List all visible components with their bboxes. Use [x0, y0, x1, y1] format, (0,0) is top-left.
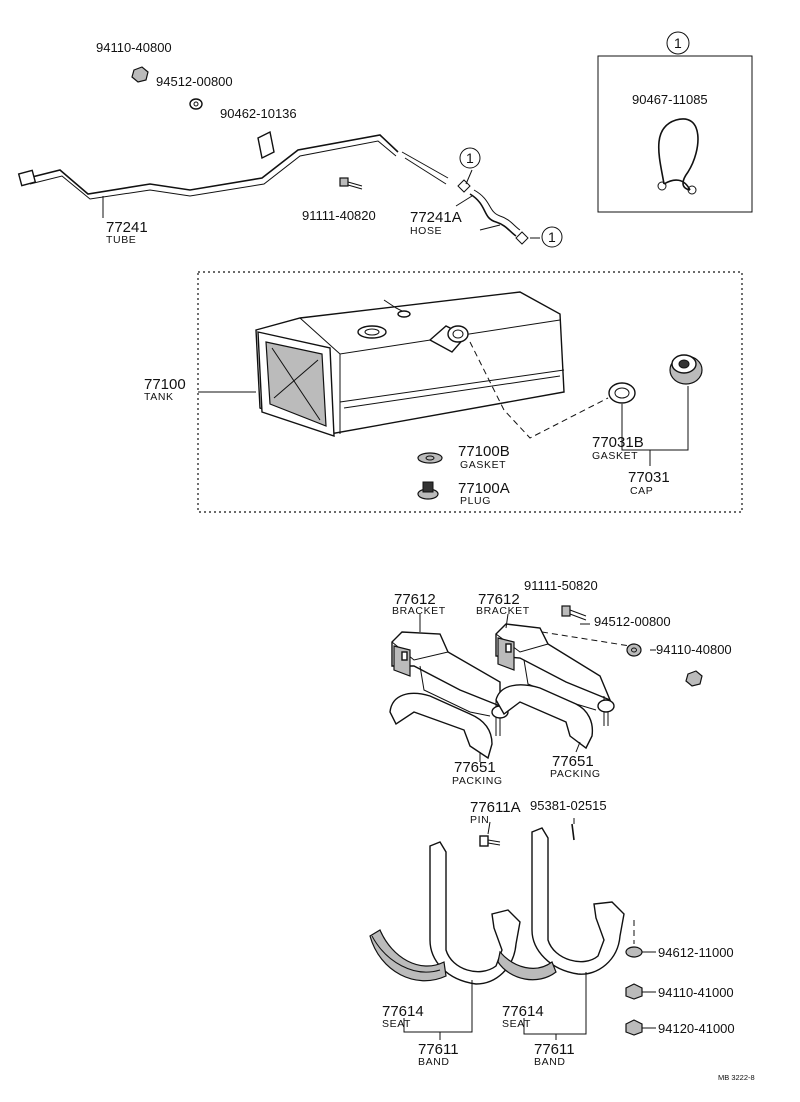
label-90462-10136: 90462-10136 [220, 106, 297, 121]
bracket-77612-left [391, 631, 509, 736]
label-tube: TUBE [106, 234, 136, 246]
tube-assembly [17, 66, 563, 248]
label-tank: TANK [144, 391, 174, 403]
nut-94110-40800 [131, 66, 149, 83]
hose-77241A [469, 193, 517, 237]
label-packing-right: PACKING [550, 768, 601, 780]
label-seat-left: SEAT [382, 1018, 411, 1030]
label-77241A: 77241A [410, 209, 462, 226]
label-77611-left: 77611 [418, 1041, 459, 1058]
label-77614-left: 77614 [382, 1003, 424, 1020]
bracket-section [389, 605, 703, 762]
gasket-77031B [608, 382, 636, 404]
label-77241: 77241 [106, 219, 148, 236]
label-77100: 77100 [144, 376, 186, 393]
label-gasket-77100B: GASKET [460, 459, 506, 471]
plug-77100A [417, 481, 439, 500]
label-gasket-77031B: GASKET [592, 450, 638, 462]
label-plug: PLUG [460, 495, 491, 507]
gasket-77100B [417, 452, 443, 464]
labels: 94110-40800 94512-00800 90462-10136 7724… [96, 35, 755, 1082]
hose-clamp-upper [457, 179, 471, 193]
label-77611-right: 77611 [534, 1041, 575, 1058]
fuel-tank-77100 [255, 291, 565, 437]
label-77100A: 77100A [458, 480, 510, 497]
clamp-detail [597, 31, 753, 213]
bolt-91111-40820 [339, 177, 363, 190]
label-95381-02515: 95381-02515 [530, 798, 607, 813]
label-77031: 77031 [628, 469, 670, 486]
ref-circle-1-hose-bottom [541, 226, 563, 248]
tank-frame [197, 271, 743, 513]
hose-clamp-lower [515, 231, 529, 245]
seat-77614-right [497, 950, 557, 981]
washer-94512-00800-mid [626, 643, 642, 657]
ref-circle-1-hose-top [459, 147, 481, 169]
nut-94120-41000 [625, 1019, 643, 1036]
label-packing-left: PACKING [452, 775, 503, 787]
label-90467-11085: 90467-11085 [632, 92, 708, 107]
detail-frame [597, 55, 753, 213]
spring-clamp [657, 118, 699, 191]
label-94110-41000: 94110-41000 [658, 985, 734, 1000]
band-77611-right [531, 827, 625, 975]
label-91111-40820: 91111-40820 [302, 208, 376, 223]
tank-section [197, 271, 743, 513]
label-77031B: 77031B [592, 434, 644, 451]
tube-clamp [257, 130, 275, 160]
label-77651-left: 77651 [454, 759, 496, 776]
washer-94612-11000 [625, 946, 643, 958]
label-ref-code: MB 3222-8 [718, 1073, 755, 1082]
label-77614-right: 77614 [502, 1003, 544, 1020]
band-section [369, 818, 656, 1040]
label-pin: PIN [470, 814, 489, 826]
washer-94512-00800 [189, 98, 203, 110]
label-94110-40800-top: 94110-40800 [96, 40, 172, 55]
tube-end-fitting [17, 169, 37, 187]
cap-77031 [669, 354, 703, 385]
label-77100B: 77100B [458, 443, 510, 460]
label-94110-40800-mid: 94110-40800 [656, 642, 732, 657]
label-77611A: 77611A [470, 799, 521, 816]
packing-77651-right [495, 684, 594, 750]
label-77612-right: 77612 [478, 591, 520, 608]
seat-77614-left [369, 929, 447, 982]
fuel-tube [27, 134, 399, 195]
label-band-left: BAND [418, 1056, 450, 1068]
label-band-right: BAND [534, 1056, 566, 1068]
label-bracket-left: BRACKET [392, 605, 446, 617]
label-cap: CAP [630, 485, 653, 497]
label-94512-00800-top: 94512-00800 [156, 74, 233, 89]
pin-77611A [479, 835, 501, 847]
label-hose: HOSE [410, 225, 442, 237]
nut-94110-40800-mid [685, 670, 703, 687]
ref-circle-1-detail [666, 31, 690, 55]
label-94512-00800-mid: 94512-00800 [594, 614, 671, 629]
label-circle-1-hose-top: 1 [466, 150, 474, 166]
label-91111-50820: 91111-50820 [524, 578, 598, 593]
pin-95381-02515 [571, 823, 575, 841]
label-94120-41000: 94120-41000 [658, 1021, 735, 1036]
packing-77651-left [389, 692, 493, 760]
label-bracket-right: BRACKET [476, 605, 530, 617]
label-77651-right: 77651 [552, 753, 594, 770]
bolt-91111-50820 [561, 605, 587, 621]
label-94612-11000: 94612-11000 [658, 945, 734, 960]
label-seat-right: SEAT [502, 1018, 531, 1030]
label-circle-1-detail: 1 [674, 35, 682, 51]
nut-94110-41000 [625, 983, 643, 1000]
label-circle-1-hose-bottom: 1 [548, 229, 556, 245]
label-77612-left: 77612 [394, 591, 436, 608]
